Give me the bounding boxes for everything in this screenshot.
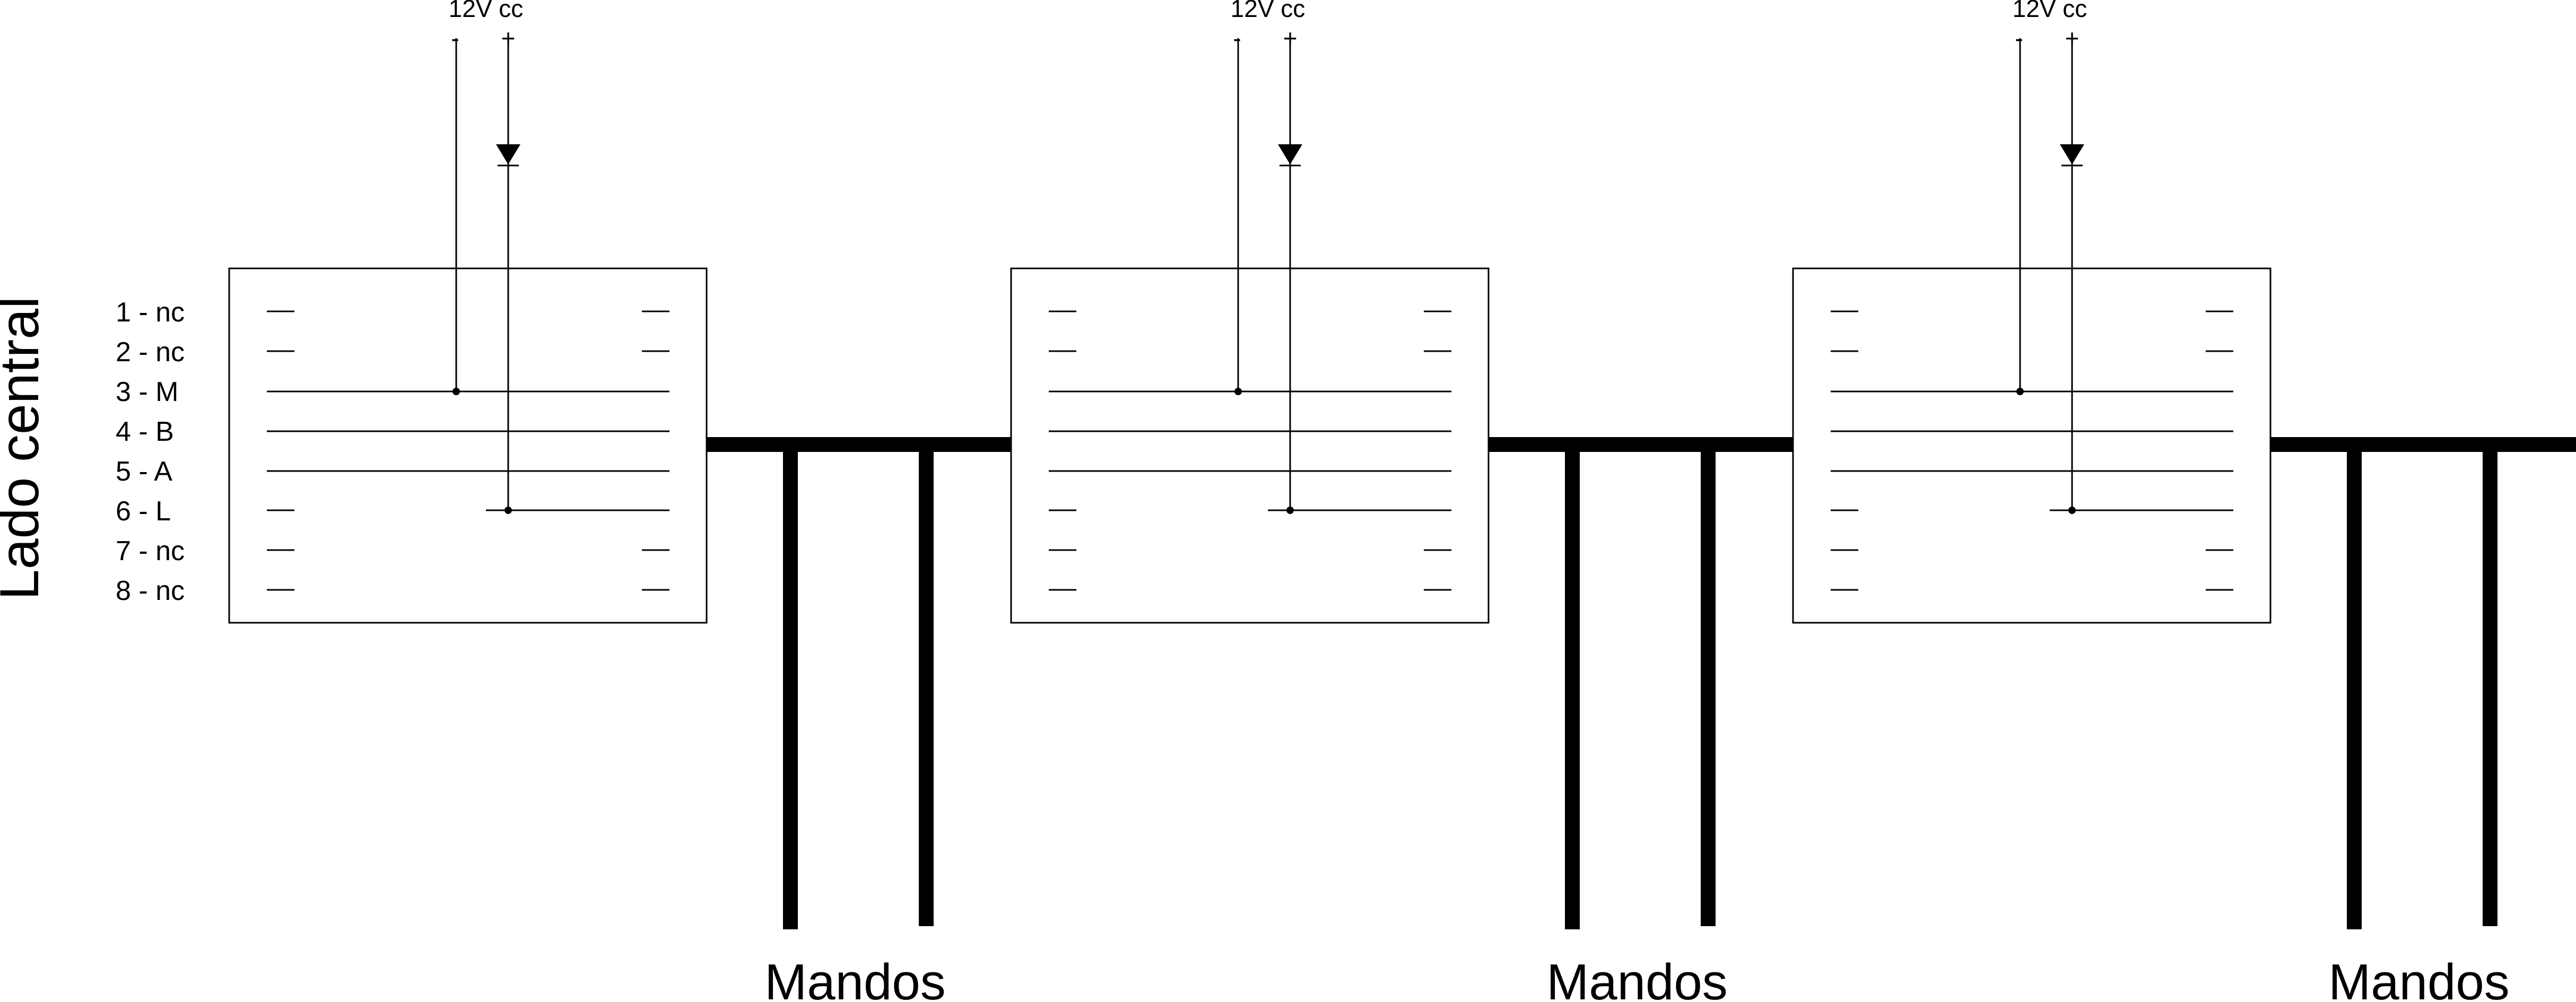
junction-dot [1286,507,1294,514]
power-label: 12V cc [1231,0,1306,22]
pin-label: 7 - nc [116,536,185,567]
pin-stubs [1831,310,2233,591]
junction-dot [1234,388,1242,395]
pin-label: 3 - M [116,377,178,407]
pin-label: 1 - nc [116,297,185,328]
power-wires [2019,33,2083,510]
module-box [1010,267,1490,624]
junction-dot [452,388,460,395]
minus-sign: - [1233,24,1241,52]
pin-stubs [1049,310,1451,591]
diode-icon [1278,144,1302,164]
junction-dot [504,507,512,514]
pin-label: 2 - nc [116,337,185,368]
output-legs [2347,445,2497,929]
pin-label: 5 - A [116,456,172,487]
power-label: 12V cc [449,0,524,22]
output-legs [783,445,934,929]
diode-icon [496,144,520,164]
power-wires [1237,33,1301,510]
module-2: 12V cc - + [1010,0,1728,1002]
module-box [228,267,708,624]
side-label: Lado central [0,297,50,600]
through-lines [1049,390,1451,511]
mandos-label: Mandos [764,954,946,1002]
power-wires [455,33,519,510]
module-3: 12V cc - + [1792,0,2510,1002]
diode-icon [2060,144,2084,164]
pin-label: 4 - B [116,416,174,447]
mandos-label: Mandos [1546,954,1728,1002]
power-label: 12V cc [2013,0,2087,22]
minus-sign: - [2015,24,2023,52]
module-1: 12V cc - + [228,0,946,1002]
mandos-label: Mandos [2328,954,2510,1002]
through-lines [267,390,669,511]
through-lines [1831,390,2233,511]
module-box [1792,267,2272,624]
pin-stubs [267,310,669,591]
minus-sign: - [451,24,459,52]
output-legs [1565,445,1716,929]
junction-dot [2016,388,2024,395]
pin-label: 8 - nc [116,576,185,606]
pin-labels: 1 - nc 2 - nc 3 - M 4 - B 5 - A 6 - L 7 … [116,297,185,606]
pin-label: 6 - L [116,496,171,527]
junction-dot [2068,507,2076,514]
